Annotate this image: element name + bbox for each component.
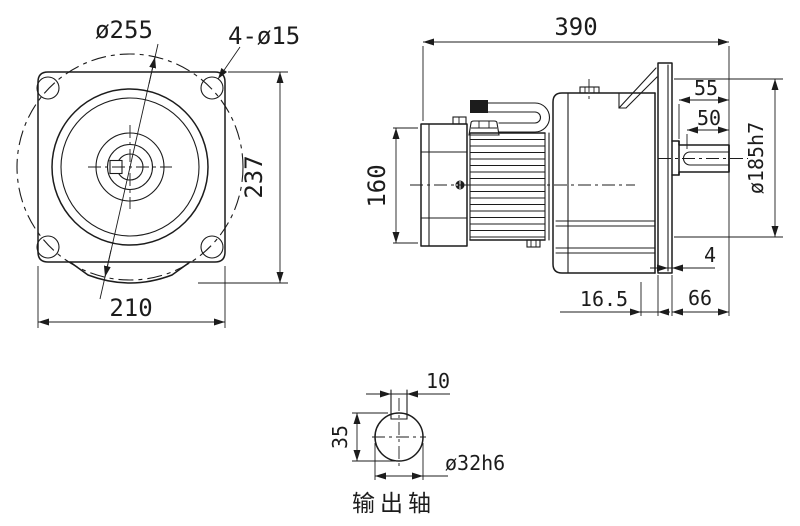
dim-section-shaft-dia-label: ø32h6: [445, 451, 505, 475]
motor-body: [469, 132, 550, 241]
dim-side-gap: [560, 275, 670, 316]
gearbox-housing: [552, 92, 656, 274]
dim-section-key-width-label: 10: [426, 369, 450, 393]
gusset-rib: [618, 67, 658, 109]
dim-front-bolt-circle-label: ø255: [95, 16, 153, 44]
dim-front-holes-label: 4-ø15: [228, 22, 300, 50]
bottom-lug: [526, 239, 541, 248]
section-centerlines: [372, 398, 426, 467]
dim-side-key-length-label: 50: [697, 106, 721, 130]
dim-holes-leader: [217, 46, 241, 80]
cable-gland: [452, 116, 500, 136]
dim-side-total: [422, 38, 730, 316]
dim-side-pilot: [674, 78, 783, 238]
oil-plug: [579, 79, 600, 100]
dim-side-total-label: 390: [554, 13, 597, 41]
dim-side-shaft-length-label: 55: [694, 76, 718, 100]
dim-side-motor-height-label: 160: [363, 164, 391, 207]
locating-circle-dashed: [16, 53, 244, 281]
dim-side-motor-height: [392, 127, 418, 244]
dim-side-shaft-ext-label: 66: [688, 286, 712, 310]
dim-side-pilot-label: ø185h7: [744, 122, 768, 194]
bolt-holes: [36, 76, 224, 259]
motor-fins: [470, 139, 545, 238]
dim-side-shaft-ext: [671, 275, 729, 316]
output-shaft-label: 输出轴: [352, 491, 436, 517]
flange-outline: [37, 71, 226, 284]
housing-inner-circle: [60, 97, 200, 237]
output-shaft-side: [671, 140, 730, 176]
dim-front-width: [37, 266, 226, 328]
dim-front-height-label: 237: [240, 155, 268, 198]
dim-side-shaft-length: [678, 96, 729, 139]
dim-bolt-circle-leader: [99, 43, 159, 300]
cable-end-tip: [470, 100, 488, 113]
dim-side-step-label: 4: [704, 243, 716, 267]
dim-front-height: [198, 71, 288, 284]
dim-section-key-height-label: 35: [328, 425, 352, 449]
power-cable: [470, 100, 550, 133]
front-view: ø255 4-ø15 237 210: [16, 16, 300, 328]
dim-front-width-label: 210: [109, 294, 152, 322]
housing-outer-circle: [51, 88, 209, 246]
dim-side-key-length: [686, 126, 729, 149]
side-centerlines: [410, 158, 748, 186]
dim-side-gap-label: 16.5: [580, 287, 628, 311]
dim-section-shaft-dia: [374, 443, 448, 480]
side-view: 390 160 55 50 ø185h7: [363, 13, 783, 316]
shaft-section-view: 10 35 ø32h6 输出轴: [328, 369, 505, 517]
mounting-flange-plate: [657, 62, 673, 274]
dim-section-key-height: [352, 412, 396, 462]
